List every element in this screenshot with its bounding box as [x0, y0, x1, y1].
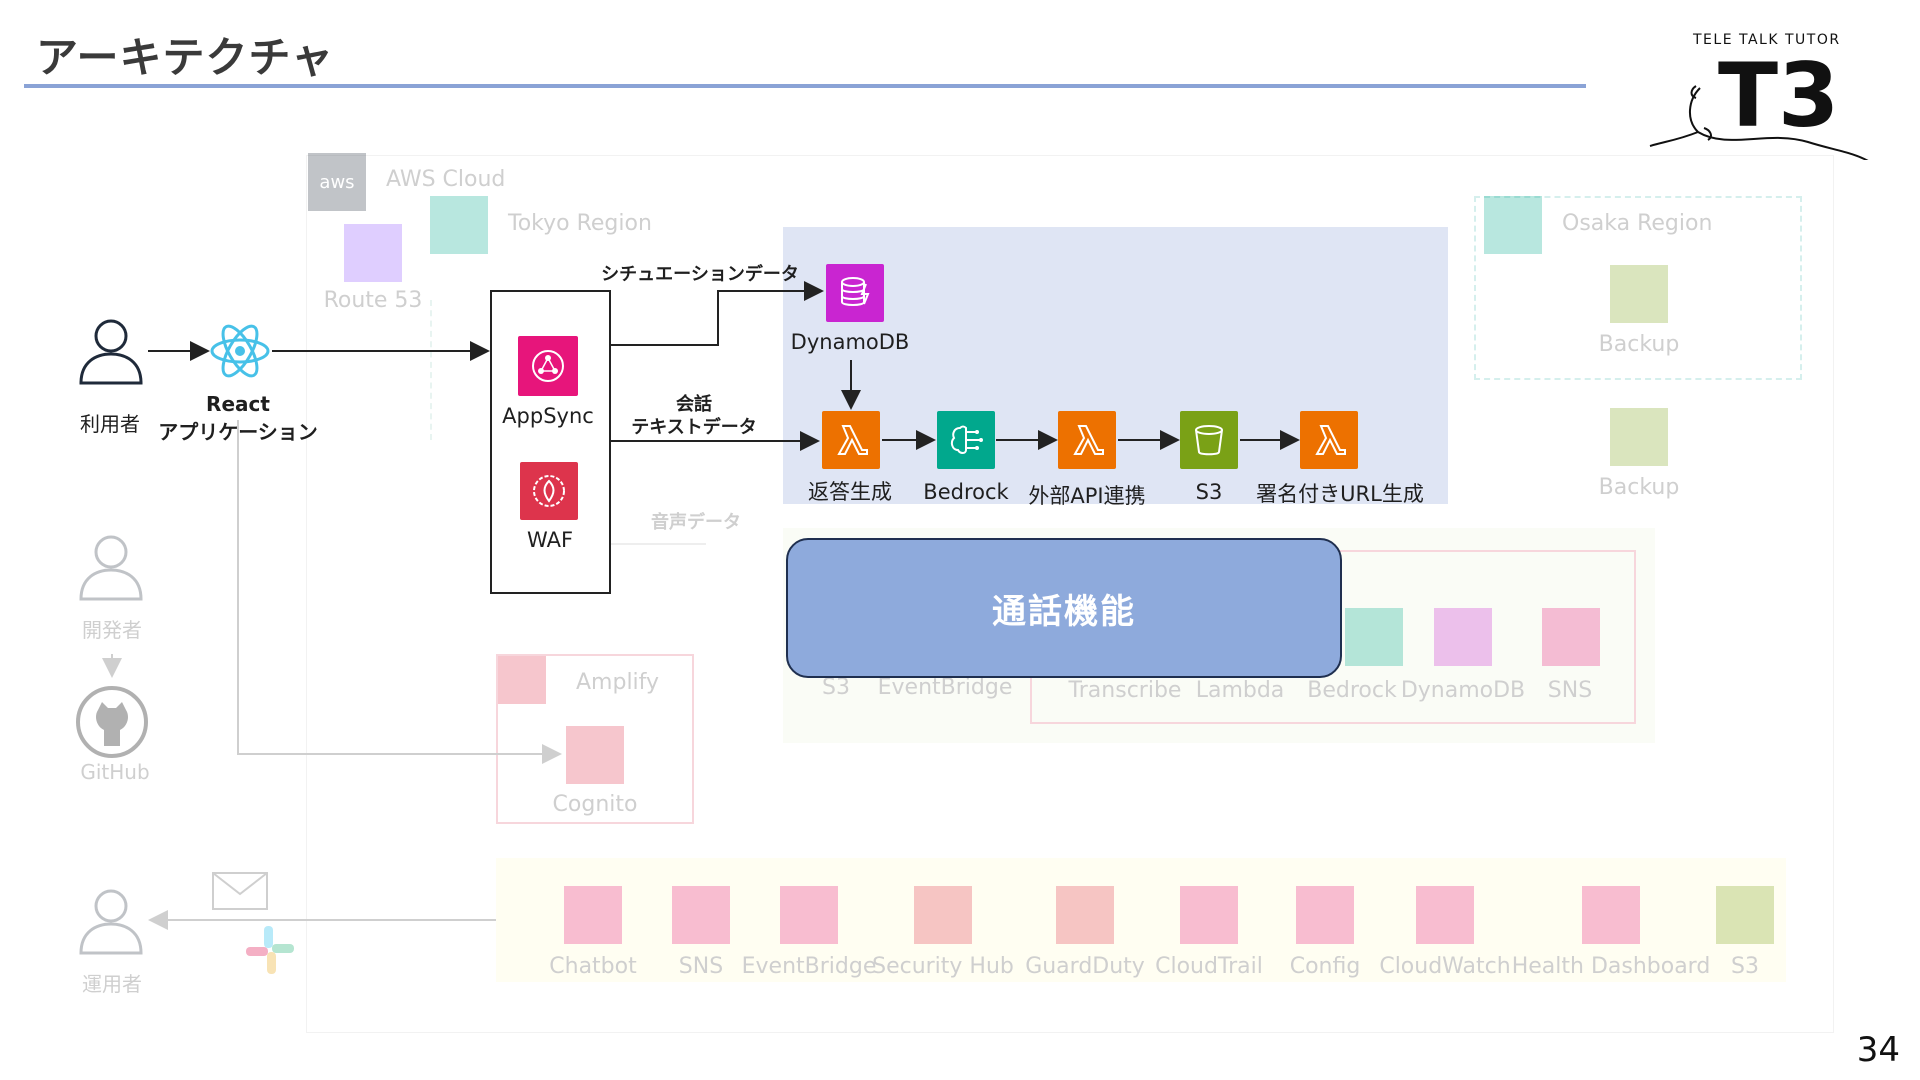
amplify-label: Amplify — [576, 670, 660, 695]
logo-mark: T3 — [1718, 44, 1840, 147]
voice-bedrock-label: Bedrock — [1307, 678, 1397, 703]
cloudwatch-icon — [1416, 886, 1474, 944]
page-number: 34 — [1856, 1030, 1900, 1070]
voice-data-label: 音声データ — [651, 512, 741, 533]
aws-logo-icon: aws — [308, 153, 366, 211]
cognito-label: Cognito — [552, 792, 638, 817]
ops-eventbridge-label: EventBridge — [741, 954, 877, 979]
operator-label: 運用者 — [82, 972, 142, 996]
config-label: Config — [1289, 954, 1361, 979]
waf-icon — [520, 462, 578, 520]
chatbot-icon — [564, 886, 622, 944]
ops-band — [496, 858, 1786, 982]
voice-dynamodb-icon — [1434, 608, 1492, 666]
waf-label: WAF — [526, 528, 574, 552]
t3-logo: TELE TALK TUTOR T3 — [1648, 30, 1873, 160]
ops-sns-icon — [672, 886, 730, 944]
bedrock-icon — [937, 411, 995, 469]
backup-label-2: Backup — [1598, 475, 1680, 500]
health-dashboard-label: Health Dashboard — [1511, 954, 1711, 979]
call-feature-label: 通話機能 — [992, 591, 1136, 632]
voice-eventbridge-label: EventBridge — [877, 675, 1013, 700]
backup-icon-2 — [1610, 408, 1668, 466]
backup-icon-1 — [1610, 265, 1668, 323]
github-label: GitHub — [80, 760, 150, 784]
voice-transcribe-label: Transcribe — [1068, 678, 1182, 703]
osaka-region-label: Osaka Region — [1562, 211, 1713, 236]
dynamodb-label: DynamoDB — [790, 330, 910, 354]
reply-lambda-icon — [822, 411, 880, 469]
situation-data-label: シチュエーションデータ — [601, 264, 799, 285]
signed-url-lambda-icon — [1300, 411, 1358, 469]
amplify-container — [496, 654, 694, 824]
voice-dynamodb-label: DynamoDB — [1400, 678, 1526, 703]
title-underline — [24, 84, 1586, 88]
ops-s3-icon — [1716, 886, 1774, 944]
call-feature-box: 通話機能 — [786, 538, 1342, 678]
tokyo-flag-icon — [430, 196, 488, 254]
slide-title: アーキテクチャ — [36, 33, 335, 82]
external-api-label: 外部API連携 — [1028, 484, 1146, 508]
ops-eventbridge-icon — [780, 886, 838, 944]
mail-icon — [212, 872, 268, 910]
dynamodb-icon — [826, 264, 884, 322]
developer-icon — [79, 535, 143, 601]
aws-cloud-label: AWS Cloud — [386, 167, 506, 192]
ops-sns-label: SNS — [678, 954, 724, 979]
guardduty-label: GuardDuty — [1025, 954, 1145, 979]
voice-eventbridge-icon — [1345, 608, 1403, 666]
phone-cord-icon — [1649, 85, 1869, 160]
s3-icon — [1180, 411, 1238, 469]
slack-icon — [246, 926, 294, 974]
react-icon — [210, 324, 270, 378]
external-api-lambda-icon — [1058, 411, 1116, 469]
osaka-region-container — [1474, 196, 1802, 380]
react-label-line1: React — [206, 392, 270, 416]
user-icon — [79, 319, 143, 385]
cognito-icon — [566, 726, 624, 784]
arrow-react-cognito — [237, 420, 562, 764]
conversation-label-line2: テキストデータ — [631, 417, 757, 438]
cloudtrail-icon — [1180, 886, 1238, 944]
voice-sns-label: SNS — [1547, 678, 1593, 703]
reply-generation-label: 返答生成 — [808, 480, 892, 504]
security-hub-icon — [914, 886, 972, 944]
chatbot-label: Chatbot — [549, 954, 637, 979]
operator-icon — [79, 889, 143, 955]
user-label: 利用者 — [80, 412, 140, 436]
signed-url-label: 署名付きURL生成 — [1256, 482, 1424, 506]
conversation-label-line1: 会話 — [676, 394, 712, 415]
s3-label: S3 — [1195, 480, 1223, 504]
appsync-label: AppSync — [502, 404, 594, 428]
arrow-appsync-dynamodb — [609, 281, 824, 346]
logo-subtitle: TELE TALK TUTOR — [1693, 32, 1841, 48]
aws-cloud-container — [306, 155, 1834, 1033]
tokyo-region-label: Tokyo Region — [508, 211, 652, 236]
github-icon — [76, 686, 148, 758]
route53-label: Route 53 — [323, 288, 423, 313]
route53-icon — [344, 224, 402, 282]
backup-label-1: Backup — [1598, 332, 1680, 357]
amplify-icon — [498, 656, 546, 704]
voice-s3-label: S3 — [822, 675, 850, 700]
tokyo-region-border — [430, 300, 432, 440]
cloudtrail-label: CloudTrail — [1155, 954, 1263, 979]
osaka-flag-icon — [1484, 196, 1542, 254]
security-hub-label: Security Hub — [872, 954, 1014, 979]
ops-s3-label: S3 — [1731, 954, 1759, 979]
voice-lambda-label: Lambda — [1195, 678, 1285, 703]
bedrock-label: Bedrock — [923, 480, 1009, 504]
developer-label: 開発者 — [82, 618, 142, 642]
appsync-icon — [518, 336, 578, 396]
cloudwatch-label: CloudWatch — [1379, 954, 1511, 979]
guardduty-icon — [1056, 886, 1114, 944]
health-dashboard-icon — [1582, 886, 1640, 944]
config-icon — [1296, 886, 1354, 944]
voice-sns-icon — [1542, 608, 1600, 666]
react-label-line2: アプリケーション — [158, 420, 318, 444]
